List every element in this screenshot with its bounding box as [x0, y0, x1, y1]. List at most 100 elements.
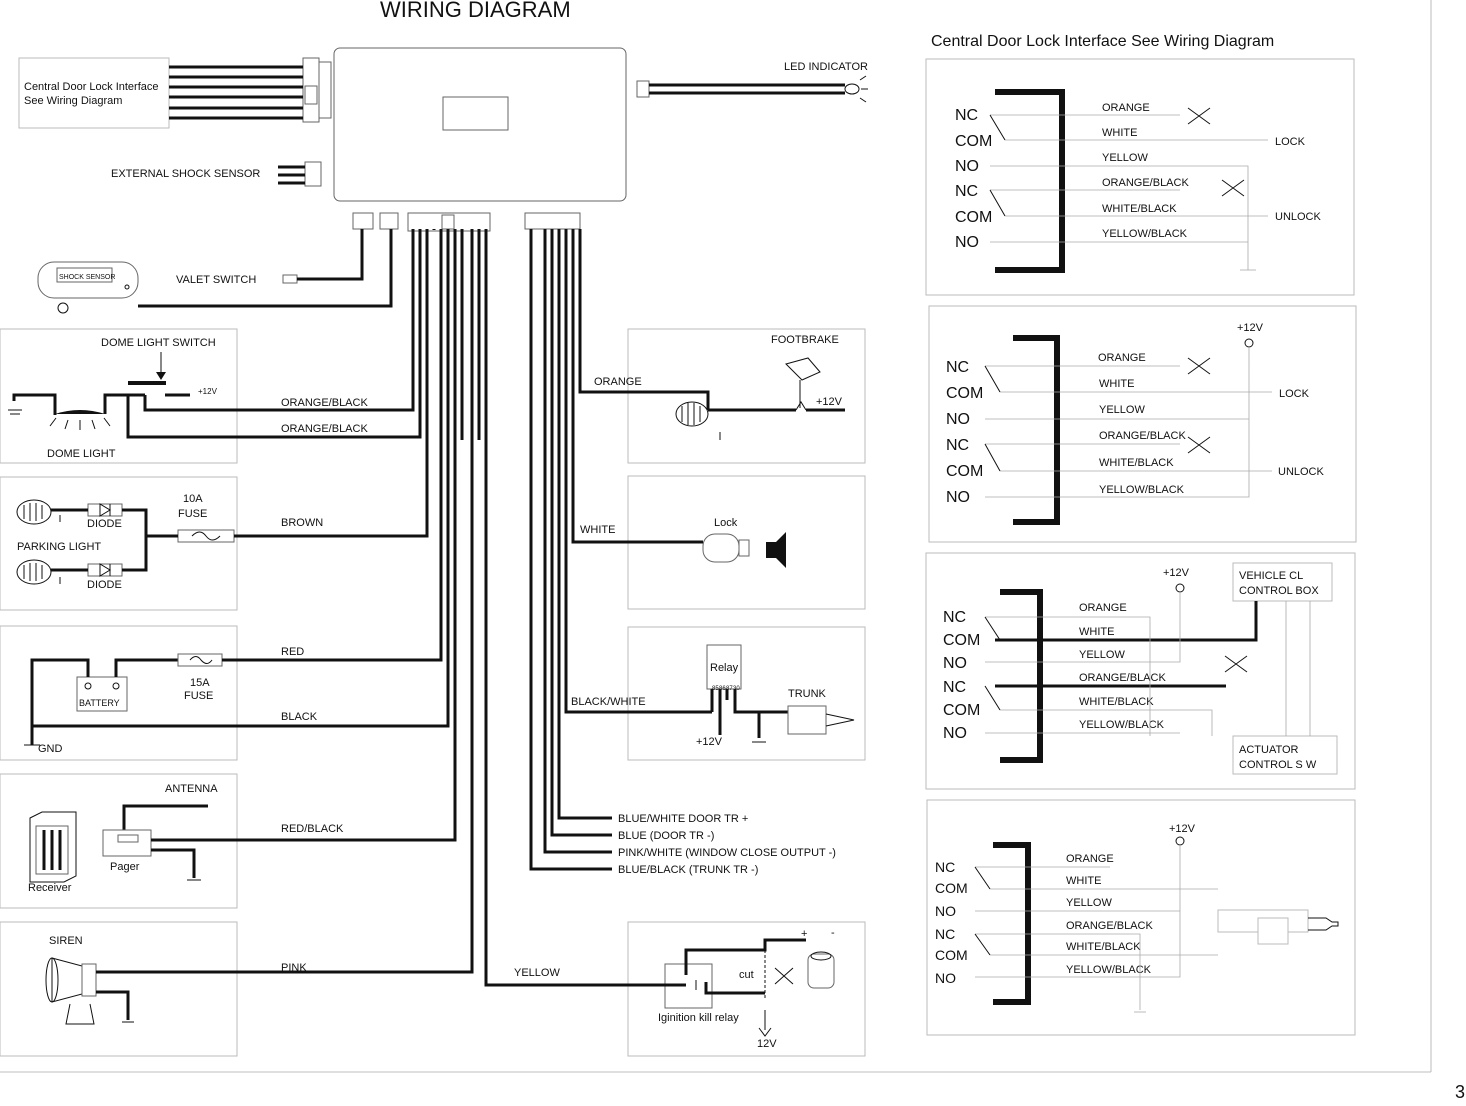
- svg-text:ACTUATOR: ACTUATOR: [1239, 744, 1299, 756]
- svg-text:ORANGE: ORANGE: [1098, 352, 1146, 364]
- black-wire-label: BLACK: [281, 711, 318, 723]
- svg-text:TRUNK: TRUNK: [788, 688, 827, 700]
- svg-text:ORANGE: ORANGE: [1066, 853, 1114, 865]
- svg-text:BATTERY: BATTERY: [79, 698, 120, 708]
- svg-text:COM: COM: [946, 463, 983, 480]
- svg-text:Receiver: Receiver: [28, 882, 72, 894]
- svg-text:BLUE/WHITE DOOR TR +: BLUE/WHITE DOOR TR +: [618, 813, 748, 825]
- svg-text:COM: COM: [935, 880, 968, 896]
- footbrake-box: FOOTBRAKE ORANGE +12V: [594, 328, 866, 464]
- svg-text:NO: NO: [955, 234, 979, 251]
- output-wires: BLUE/WHITE DOOR TR + BLUE (DOOR TR -) PI…: [529, 229, 836, 876]
- svg-text:COM: COM: [946, 385, 983, 402]
- dome-wire-1: ORANGE/BLACK: [281, 397, 368, 409]
- svg-text:NC: NC: [955, 183, 978, 200]
- svg-text:COM: COM: [955, 209, 992, 226]
- cdl-panel-1: NC COM NO NC COM NO ORANGE WHITE YELLOW …: [925, 58, 1355, 296]
- cdl-panel-3: +12V NC COM NO NC COM NO ORANGE WHITE YE…: [925, 552, 1356, 790]
- svg-text:BLUE (DOOR TR -): BLUE (DOOR TR -): [618, 830, 714, 842]
- svg-text:Central Door Lock Interface: Central Door Lock Interface: [24, 81, 159, 93]
- svg-text:+12V: +12V: [1237, 322, 1264, 334]
- svg-text:ORANGE/BLACK: ORANGE/BLACK: [1099, 430, 1186, 442]
- svg-text:Pager: Pager: [110, 861, 140, 873]
- svg-text:Iginition kill relay: Iginition kill relay: [658, 1012, 739, 1024]
- svg-text:+12V: +12V: [1169, 823, 1196, 835]
- cdl-panel-2: +12V NC COM NO NC COM NO ORANGE WHITE YE…: [928, 305, 1357, 543]
- svg-text:NC: NC: [935, 859, 955, 875]
- svg-text:COM: COM: [935, 947, 968, 963]
- svg-text:+12V: +12V: [696, 736, 723, 748]
- svg-text:UNLOCK: UNLOCK: [1275, 211, 1322, 223]
- blackwhite-wire-label: BLACK/WHITE: [571, 696, 646, 708]
- svg-text:30: 30: [733, 686, 740, 692]
- svg-text:cut: cut: [739, 969, 754, 981]
- parking-light-box: DIODE DIODE PARKING LIGHT 10A FUSE: [0, 476, 238, 611]
- svg-text:87: 87: [726, 686, 733, 692]
- svg-text:DIODE: DIODE: [87, 579, 122, 591]
- svg-text:15A: 15A: [190, 677, 210, 689]
- svg-text:LED INDICATOR: LED INDICATOR: [784, 61, 868, 73]
- svg-text:LOCK: LOCK: [1275, 136, 1306, 148]
- svg-text:DOME LIGHT SWITCH: DOME LIGHT SWITCH: [101, 337, 216, 349]
- svg-text:FOOTBRAKE: FOOTBRAKE: [771, 334, 839, 346]
- page-number: 3: [1455, 1082, 1465, 1101]
- svg-text:PARKING LIGHT: PARKING LIGHT: [17, 541, 101, 553]
- svg-text:+: +: [801, 928, 807, 940]
- svg-text:NC: NC: [955, 107, 978, 124]
- svg-text:WHITE: WHITE: [1079, 626, 1114, 638]
- svg-text:85: 85: [712, 686, 719, 692]
- svg-text:YELLOW: YELLOW: [1099, 404, 1145, 416]
- svg-text:UNLOCK: UNLOCK: [1278, 466, 1325, 478]
- svg-text:NC: NC: [946, 359, 969, 376]
- svg-text:COM: COM: [955, 133, 992, 150]
- right-heading: Central Door Lock Interface See Wiring D…: [931, 33, 1274, 50]
- svg-text:WHITE/BLACK: WHITE/BLACK: [1079, 696, 1154, 708]
- svg-text:FUSE: FUSE: [178, 508, 207, 520]
- svg-text:WHITE: WHITE: [1099, 378, 1134, 390]
- svg-text:ORANGE/BLACK: ORANGE/BLACK: [1102, 177, 1189, 189]
- svg-text:SHOCK SENSOR: SHOCK SENSOR: [59, 274, 115, 281]
- svg-text:YELLOW: YELLOW: [1102, 152, 1148, 164]
- main-unit: [302, 47, 650, 232]
- cdl-panel-4: +12V NC COM NO NC COM NO ORANGE WHITE YE…: [926, 799, 1356, 1036]
- svg-text:YELLOW: YELLOW: [1079, 649, 1125, 661]
- svg-text:WHITE: WHITE: [1102, 127, 1137, 139]
- dome-light-box: DOME LIGHT SWITCH +12V DOME LIGHT: [0, 229, 422, 464]
- svg-text:See Wiring Diagram: See Wiring Diagram: [24, 95, 122, 107]
- svg-text:BLUE/BLACK (TRUNK TR -): BLUE/BLACK (TRUNK TR -): [618, 864, 758, 876]
- svg-text:NO: NO: [943, 725, 967, 742]
- pink-wire-label: PINK: [281, 962, 307, 974]
- svg-text:YELLOW/BLACK: YELLOW/BLACK: [1099, 484, 1185, 496]
- svg-text:NC: NC: [943, 679, 966, 696]
- svg-text:DOME LIGHT: DOME LIGHT: [47, 448, 116, 460]
- svg-text:NO: NO: [955, 158, 979, 175]
- svg-text:VEHICLE CL: VEHICLE CL: [1239, 570, 1303, 582]
- svg-text:86: 86: [719, 686, 726, 692]
- svg-text:+12V: +12V: [1163, 567, 1190, 579]
- svg-text:CONTROL BOX: CONTROL BOX: [1239, 585, 1319, 597]
- svg-text:YELLOW: YELLOW: [1066, 897, 1112, 909]
- white-wire-label: WHITE: [580, 524, 615, 536]
- svg-text:NO: NO: [946, 411, 970, 428]
- svg-text:ANTENNA: ANTENNA: [165, 783, 218, 795]
- trunk-box: Relay 85 86 87 30 TRUNK BLACK/WHITE +12V: [571, 626, 866, 761]
- svg-text:COM: COM: [943, 632, 980, 649]
- shock-sensor: SHOCK SENSOR: [37, 261, 139, 314]
- redblack-wire-label: RED/BLACK: [281, 823, 344, 835]
- svg-text:WHITE/BLACK: WHITE/BLACK: [1099, 457, 1174, 469]
- svg-text:YELLOW/BLACK: YELLOW/BLACK: [1102, 228, 1188, 240]
- svg-text:LOCK: LOCK: [1279, 388, 1310, 400]
- svg-text:NO: NO: [935, 903, 956, 919]
- svg-text:FUSE: FUSE: [184, 690, 213, 702]
- dome-wire-2: ORANGE/BLACK: [281, 423, 368, 435]
- svg-text:-: -: [831, 927, 835, 939]
- svg-text:PINK/WHITE (WINDOW CLOSE OUTPU: PINK/WHITE (WINDOW CLOSE OUTPUT -): [618, 847, 836, 859]
- siren-box: SIREN: [0, 229, 474, 1057]
- red-wire-label: RED: [281, 646, 304, 658]
- svg-text:COM: COM: [943, 702, 980, 719]
- svg-text:ORANGE: ORANGE: [1079, 602, 1127, 614]
- svg-text:ORANGE: ORANGE: [1102, 102, 1150, 114]
- svg-text:10A: 10A: [183, 493, 203, 505]
- svg-text:NC: NC: [946, 437, 969, 454]
